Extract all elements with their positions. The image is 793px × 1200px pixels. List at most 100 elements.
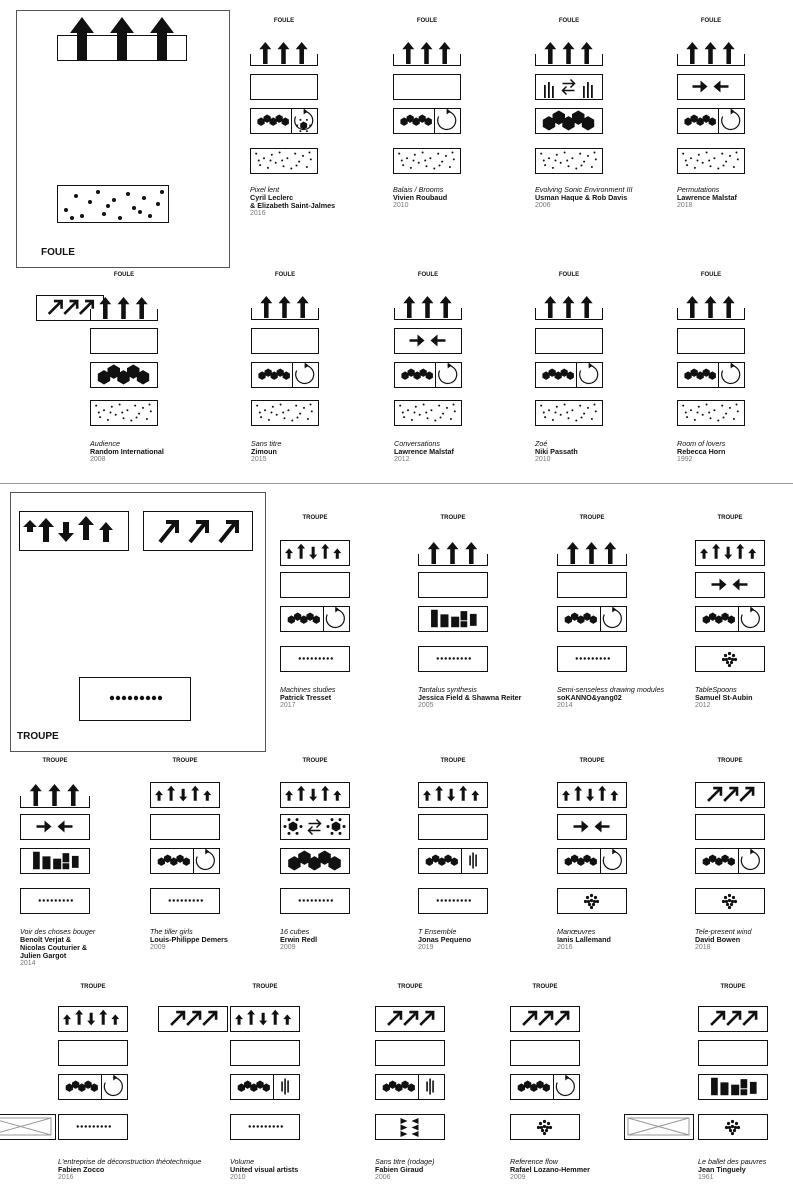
dots-line-icon [38,899,73,902]
arrows-mixed-icon [63,1009,120,1026]
blocks-icon [418,606,488,632]
legend-troupe-label: TROUPE [17,731,59,742]
dots-scatter-icon [255,151,312,170]
work-author: United visual artists [230,1165,299,1174]
work-year: 1992 [677,456,693,463]
hexagon-cluster-icon [510,1074,580,1100]
converge-icon [711,578,748,591]
row-divider [272,1075,274,1099]
arrow-up-icon [70,17,174,61]
scatter-dots-icon [57,185,169,223]
arrows-mixed-icon [235,1009,292,1026]
arrows-mixed-icon [285,543,342,560]
work-year: 2010 [535,456,551,463]
category-tag: TROUPE [172,758,198,764]
hexagons-icon [65,1075,123,1097]
dots-scatter-icon [256,403,313,422]
arrows-diagonal-icon [158,520,239,544]
up-arrows-icon [250,42,318,66]
diagonal-arrows-icon [375,1006,445,1032]
arrow-up-icon [566,542,617,564]
mixed-arrows-icon [695,540,765,566]
empty-box [695,814,765,840]
dots-line-icon [298,899,333,902]
hexagon-cluster-icon [535,362,603,388]
dots-line-icon [575,657,610,660]
dot-line-icon [20,888,90,914]
hexagons-icon [702,849,760,871]
hexagon-cluster-icon [557,606,627,632]
work-author: Rafael Lozano-Hemmer [510,1165,590,1174]
category-tag: TROUPE [302,515,328,521]
dot-line-icon [280,646,350,672]
category-tag: FOULE [558,272,580,278]
row-divider [599,607,601,631]
work-year: 1961 [698,1174,714,1181]
work-year: 2016 [557,944,573,951]
dot-cluster-icon [695,646,765,672]
dots-cluster-icon [536,1119,553,1136]
dots-line-icon [76,1125,111,1128]
category-tag: FOULE [274,272,296,278]
work-title: The tiller girls [150,927,193,936]
bowtie-icon [375,1114,445,1140]
hexagon-cluster-icon [695,606,765,632]
work-author: Zimoun [251,447,277,456]
converging-arrows-icon [394,328,462,354]
work-title: Tele-present wind [695,927,752,936]
category-tag: TROUPE [440,758,466,764]
work-year: 2010 [393,202,409,209]
hexagons-icon [684,363,741,385]
work-author: Erwin Redl [280,935,318,944]
arrow-up-icon [427,542,478,564]
hexagon-cluster-icon [230,1074,300,1100]
category-tag: FOULE [417,272,439,278]
mixed-arrows-icon [280,540,350,566]
hexagons-icon [157,849,215,871]
dots-scatter-icon [95,403,152,422]
arrows-diagonal-icon [47,299,95,315]
category-tag: FOULE [700,18,722,24]
hexagon-cluster-icon [557,848,627,874]
work-author: Random International [90,447,164,456]
category-tag: FOULE [416,18,438,24]
work-year: 2006 [375,1174,391,1181]
exchange-icon [544,78,593,98]
arrow-up-icon [29,784,80,806]
dots-line-icon [109,695,163,701]
up-arrows-icon [251,296,319,320]
arrows-diagonal-icon [707,786,755,802]
diagonal-arrows-icon [695,782,765,808]
work-title: Sans titre (rodage) [375,1157,435,1166]
hexagons-icon [237,1078,289,1095]
blocks-icon [20,848,90,874]
arrows-mixed-icon [285,785,342,802]
dots-line-icon [436,657,471,660]
dots-line-icon [436,899,471,902]
category-tag: FOULE [273,18,295,24]
arrows-mixed-icon [700,543,757,560]
mixed-arrows-icon [150,782,220,808]
dots-scatter-icon [682,151,739,170]
row-divider [737,607,739,631]
work-title: Permutations [677,185,720,194]
up-arrows-icon [90,297,158,321]
scattered-dots-icon [677,148,745,174]
mixed-arrows-icon [58,1006,128,1032]
arrow-up-icon [260,296,309,318]
work-author: Lawrence Malstaf [677,193,737,202]
bowtie-icon [400,1118,419,1137]
work-author: Samuel St-Aubin [695,693,753,702]
row-divider [322,607,324,631]
work-year: 2019 [418,944,434,951]
mixed-arrows-icon [557,782,627,808]
row-divider [291,109,293,133]
dot-line-icon [79,677,191,721]
work-author: Cyril Leclerc & Elizabeth Saint-Jalmes [250,193,336,210]
empty-box [251,328,319,354]
